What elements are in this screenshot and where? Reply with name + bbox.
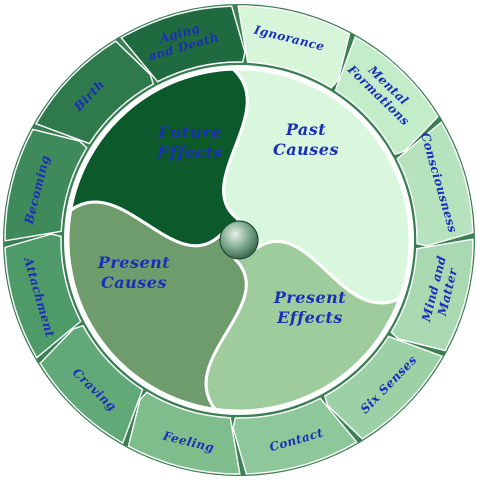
label-future-effects-line-1: Effects xyxy=(156,143,223,162)
segment-aging-death xyxy=(120,5,246,83)
sector-future-effects xyxy=(69,67,249,248)
segment-mind-matter xyxy=(390,238,474,352)
label-present-effects-line-1: Effects xyxy=(276,308,343,327)
label-past-causes-line-0: Past xyxy=(285,120,326,139)
label-present-effects-line-0: Present xyxy=(273,288,346,307)
label-present-causes-line-0: Present xyxy=(97,253,170,272)
outer-ring: IgnoranceMentalFormationsConsciousnessMi… xyxy=(4,5,474,475)
segment-attachment xyxy=(4,233,82,359)
label-past-causes-line-1: Causes xyxy=(273,140,339,159)
label-present-causes-line-1: Causes xyxy=(101,273,167,292)
inner-sectors xyxy=(66,67,412,413)
segment-contact xyxy=(232,397,358,475)
segment-birth xyxy=(34,40,155,145)
center-hub xyxy=(219,220,259,260)
segment-six-senses xyxy=(323,335,444,440)
segment-formations xyxy=(334,35,439,156)
segment-ignorance xyxy=(237,5,351,89)
label-future-effects-line-0: Future xyxy=(157,123,221,142)
segment-feeling xyxy=(127,391,241,475)
segment-consciousness xyxy=(396,121,474,247)
segment-becoming xyxy=(4,128,88,242)
segment-craving xyxy=(39,324,144,445)
